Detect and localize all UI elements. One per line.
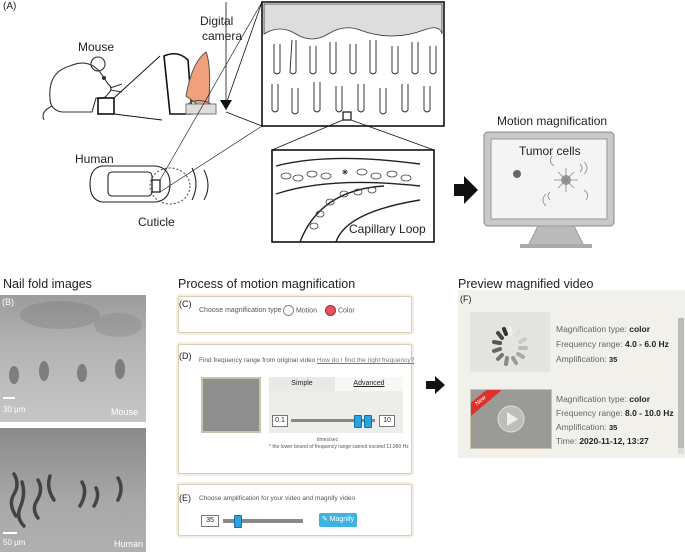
frequency-note: * the lower bound of frequency range can…: [269, 444, 409, 450]
frequency-prompt: Find frequency range from original video: [199, 357, 316, 364]
item2-amplification: Amplification: 35: [556, 422, 617, 432]
item1-type-key: Magnification type:: [556, 324, 627, 334]
capillary-loop-zoom: [271, 149, 435, 243]
item1-frequency-key: Frequency range:: [556, 339, 623, 349]
tab-simple[interactable]: Simple: [269, 377, 335, 391]
frequency-unit-label: times/sec: [317, 437, 339, 443]
mouse-illustration: [42, 56, 123, 121]
radio-color[interactable]: Color: [325, 305, 355, 316]
radio-motion-label: Motion: [295, 307, 317, 315]
panel-label-c: (C): [179, 299, 192, 309]
digital-camera-label-2: camera: [202, 29, 243, 43]
mouse-paw-box: [97, 97, 115, 115]
process-title: Process of motion magnification: [178, 277, 356, 291]
item2-amplification-key: Amplification:: [556, 422, 607, 432]
frequency-range-panel: (D) Find frequency range from original v…: [178, 344, 415, 474]
radio-motion-circle[interactable]: [283, 305, 294, 316]
motion-magnification-label: Motion magnification: [497, 114, 608, 128]
mouse-scale-label: 30 μm: [3, 405, 26, 414]
amplification-handle[interactable]: [234, 515, 243, 528]
cuticle-label: Cuticle: [138, 215, 175, 229]
item2-type-key: Magnification type:: [556, 394, 627, 404]
new-badge-label: New: [474, 394, 488, 408]
item1-type-value: color: [629, 324, 651, 334]
amplification-slider-track[interactable]: [223, 519, 303, 523]
panel-label-e: (E): [179, 493, 191, 503]
mouse-capillaries: [3, 301, 142, 399]
item2-frequency-value: 8.0 - 10.0 Hz: [625, 408, 674, 418]
item1-type: Magnification type: color: [556, 324, 650, 334]
mouse-label: Mouse: [78, 40, 115, 54]
radio-color-circle[interactable]: [325, 305, 336, 316]
original-video-thumbnail[interactable]: [201, 377, 261, 433]
human-scale-label: 50 μm: [3, 538, 26, 547]
item2-amplification-value: 35: [608, 423, 618, 432]
amplification-input[interactable]: 35: [201, 515, 219, 527]
human-label: Human: [75, 152, 114, 166]
claw-illustration: [163, 51, 217, 115]
radio-color-label: Color: [337, 307, 355, 315]
capillary-loop-label: Capillary Loop: [349, 222, 426, 236]
panel-label-d: (D): [179, 351, 192, 361]
panel-label-b: (B): [2, 297, 14, 307]
amplification-prompt: Choose amplification for your video and …: [199, 495, 356, 502]
preview-item[interactable]: New: [470, 389, 552, 449]
digital-camera-label-1: Digital: [200, 14, 234, 28]
item1-frequency: Frequency range: 4.0 - 6.0 Hz: [556, 339, 669, 349]
play-icon[interactable]: [497, 405, 525, 433]
max-frequency-input[interactable]: 10: [379, 415, 395, 427]
mouse-nailfold-image: (B) 30 μm Mouse: [0, 295, 146, 422]
amplification-panel: (E) Choose amplification for your video …: [178, 484, 412, 536]
panel-label-f: (F): [460, 294, 472, 304]
monitor-illustration: [483, 131, 615, 248]
item1-frequency-value: 4.0 - 6.0 Hz: [625, 339, 669, 349]
mouse-image-label: Mouse: [111, 407, 139, 417]
frequency-low-handle[interactable]: [353, 415, 362, 428]
item2-time-value: 2020-11-12, 13:27: [579, 436, 649, 446]
item2-frequency-key: Frequency range:: [556, 408, 623, 418]
radio-motion[interactable]: Motion: [283, 305, 317, 316]
schematic-illustration: [42, 1, 615, 248]
tab-simple-label: Simple: [291, 380, 313, 387]
item2-type-value: color: [629, 394, 651, 404]
preview-title: Preview magnified video: [458, 277, 594, 291]
item1-amplification-value: 35: [608, 355, 618, 364]
item1-amplification-key: Amplification:: [556, 354, 607, 364]
item2-frequency: Frequency range: 8.0 - 10.0 Hz: [556, 408, 674, 418]
tab-advanced[interactable]: Advanced: [335, 377, 403, 392]
human-capillaries: [3, 472, 123, 534]
frequency-high-handle[interactable]: [363, 415, 372, 428]
frequency-help-link[interactable]: How do I find the right frequency?: [317, 357, 415, 364]
tumor-cells-label: Tumor cells: [519, 144, 581, 158]
preview-panel: (F) Magnification type: color Frequency: [458, 290, 685, 458]
magnification-type-prompt: Choose magnification type: [199, 307, 282, 314]
arrow-right-icon: [426, 376, 445, 394]
magnification-type-panel: (C) Choose magnification type Motion Col…: [178, 296, 412, 333]
loading-spinner-icon: [492, 326, 528, 366]
magnify-button[interactable]: ✎ Magnify: [319, 513, 357, 527]
human-image-label: Human: [114, 539, 144, 549]
preview-item[interactable]: [470, 312, 550, 372]
tab-advanced-label: Advanced: [353, 380, 385, 387]
item1-amplification: Amplification: 35: [556, 354, 617, 364]
item2-time-key: Time:: [556, 436, 577, 446]
preview-scrollbar-thumb[interactable]: [678, 318, 684, 448]
item2-type: Magnification type: color: [556, 394, 650, 404]
nail-fold-title: Nail fold images: [3, 277, 92, 291]
item2-time: Time: 2020-11-12, 13:27: [556, 436, 649, 446]
human-nailfold-image: 50 μm Human: [0, 428, 146, 552]
frequency-slider-track[interactable]: [291, 419, 375, 422]
preview-scrollbar[interactable]: [678, 318, 684, 454]
min-frequency-input[interactable]: 0.1: [272, 415, 288, 427]
panel-label-a: (A): [3, 1, 17, 12]
